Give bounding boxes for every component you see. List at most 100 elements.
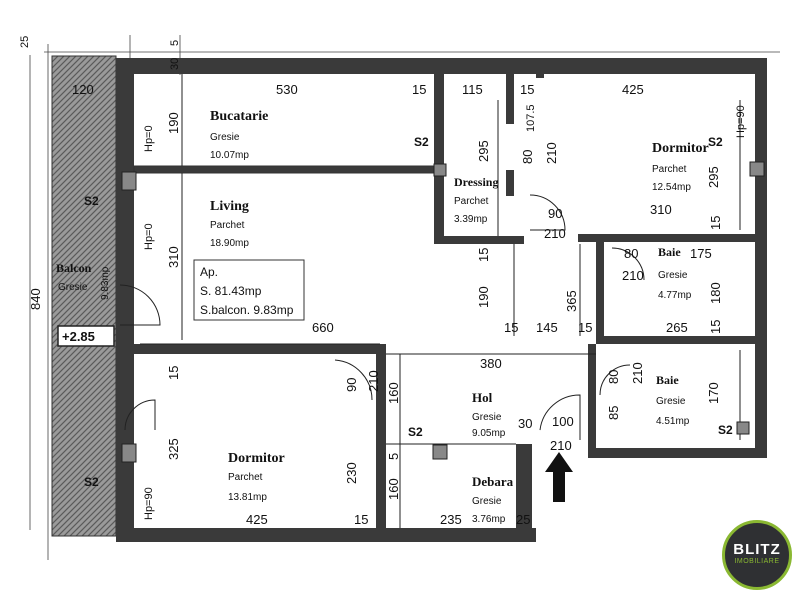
dim-15: 15	[520, 82, 534, 97]
level-label: +2.85	[62, 329, 95, 344]
dim-15: 15	[354, 512, 368, 527]
living-name: Living	[210, 199, 249, 214]
dim-365: 365	[564, 290, 579, 312]
debara-area: 3.76mp	[472, 514, 506, 525]
dim-115: 115	[462, 82, 483, 97]
dressing-floor: Parchet	[454, 196, 489, 207]
dim-310: 310	[650, 202, 672, 217]
baie-top-name: Baie	[658, 245, 681, 259]
dim-175: 175	[690, 246, 712, 261]
baie-top-area: 4.77mp	[658, 290, 692, 301]
baie-top-floor: Gresie	[658, 270, 688, 281]
dim-660: 660	[312, 320, 334, 335]
living-floor: Parchet	[210, 220, 245, 231]
summary-line-3: S.balcon. 9.83mp	[200, 303, 294, 317]
dim-380: 380	[480, 356, 502, 371]
s2-label: S2	[414, 135, 429, 149]
balcony-hatch	[51, 55, 117, 537]
dim-15: 15	[412, 82, 426, 97]
balcon-name: Balcon	[56, 261, 92, 275]
dim-15: 15	[578, 320, 592, 335]
summary-line-2: S. 81.43mp	[200, 284, 262, 298]
bucatarie-name: Bucatarie	[210, 109, 268, 124]
dim-15: 15	[708, 320, 723, 334]
dim-210: 210	[544, 226, 566, 241]
bucatarie-area: 10.07mp	[210, 150, 249, 161]
summary-line-1: Ap.	[200, 265, 218, 279]
dormitor-bottom-area: 13.81mp	[228, 492, 267, 503]
dimension-labels: 25 30 5 120 530 15 115 15 425 310 15 90 …	[19, 36, 747, 527]
hp-0: Hp=0	[143, 125, 155, 152]
dormitor-bottom-name: Dormitor	[228, 451, 285, 466]
dim-210: 210	[630, 362, 645, 384]
door-swings	[119, 194, 645, 440]
dressing-name: Dressing	[454, 175, 498, 189]
summary-box	[193, 259, 305, 321]
hol-name: Hol	[472, 390, 493, 405]
dormitor-top-area: 12.54mp	[652, 182, 691, 193]
dim-295: 295	[476, 140, 491, 162]
dim-840: 840	[28, 288, 43, 310]
interior-lines	[140, 74, 741, 528]
dim-15: 15	[166, 366, 181, 380]
entrance-arrow-icon	[545, 452, 573, 502]
dim-210: 210	[550, 438, 572, 453]
hol-area: 9.05mp	[472, 428, 506, 439]
dim-100: 100	[552, 414, 574, 429]
dim-295: 295	[706, 166, 721, 188]
living-area: 18.90mp	[210, 238, 249, 249]
outer-dimension-lines	[29, 35, 780, 560]
dim-210: 210	[622, 268, 644, 283]
dim-25: 25	[516, 512, 530, 527]
dim-230: 230	[344, 462, 359, 484]
dormitor-top-name: Dormitor	[652, 141, 709, 156]
dim-15: 15	[476, 248, 491, 262]
dim-15: 15	[504, 320, 518, 335]
hp-0: Hp=0	[143, 223, 155, 250]
balcon-floor: Gresie	[58, 282, 88, 293]
baie-bottom-name: Baie	[656, 373, 679, 387]
room-labels: Bucatarie Gresie 10.07mp Living Parchet …	[56, 109, 709, 525]
dim-15: 15	[708, 216, 723, 230]
dim-30: 30	[169, 58, 181, 70]
bucatarie-floor: Gresie	[210, 132, 240, 143]
balcon-area: 9.83mp	[100, 266, 111, 300]
dim-325: 325	[166, 438, 181, 460]
dim-235: 235	[440, 512, 462, 527]
debara-name: Debara	[472, 474, 514, 489]
dim-425: 425	[622, 82, 644, 97]
s2-label: S2	[408, 425, 423, 439]
dim-80: 80	[606, 370, 621, 384]
hp-90: Hp=90	[143, 487, 155, 520]
level-box	[57, 325, 115, 347]
blitz-logo: BLITZ IMOBILIARE	[722, 520, 792, 590]
dim-210: 210	[366, 370, 381, 392]
dim-190: 190	[476, 286, 491, 308]
dim-170: 170	[706, 382, 721, 404]
s2-label: S2	[84, 475, 99, 489]
debara-floor: Gresie	[472, 496, 502, 507]
dim-30: 30	[518, 416, 532, 431]
dim-85: 85	[606, 406, 621, 420]
dim-190: 190	[166, 112, 181, 134]
dim-160: 160	[386, 478, 401, 500]
logo-brand: BLITZ	[733, 541, 781, 558]
dormitor-bottom-floor: Parchet	[228, 472, 263, 483]
dim-120: 120	[72, 82, 94, 97]
dressing-area: 3.39mp	[454, 214, 488, 225]
dim-5: 5	[386, 453, 401, 460]
dim-530: 530	[276, 82, 298, 97]
dormitor-top-floor: Parchet	[652, 164, 687, 175]
dim-90: 90	[548, 206, 562, 221]
dim-5: 5	[169, 40, 181, 46]
s2-labels: S2 S2 S2 S2 S2 S2	[84, 135, 733, 489]
dim-160: 160	[386, 382, 401, 404]
dim-180: 180	[708, 282, 723, 304]
s2-label: S2	[718, 423, 733, 437]
s2-label: S2	[84, 194, 99, 208]
s2-label: S2	[708, 135, 723, 149]
dim-80: 80	[624, 246, 638, 261]
dim-425: 425	[246, 512, 268, 527]
dim-310: 310	[166, 246, 181, 268]
